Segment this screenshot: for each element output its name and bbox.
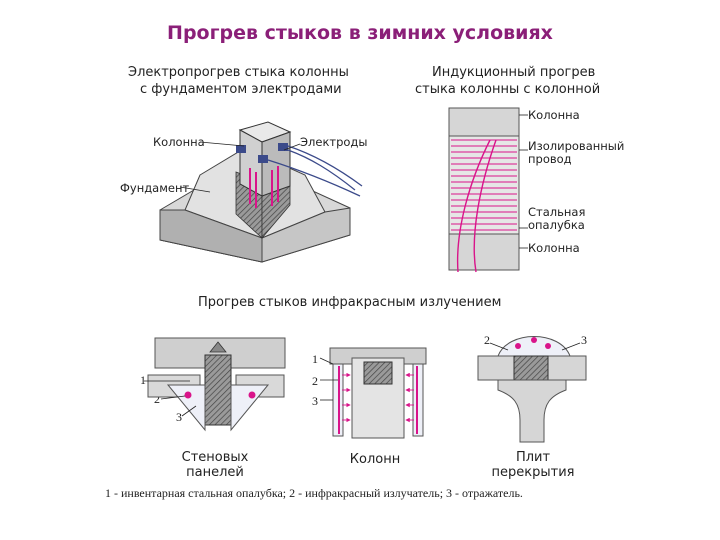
caption-walls-line2: панелей xyxy=(186,465,244,480)
label-formwork-line1: Стальная xyxy=(528,205,586,219)
foundation-drawing xyxy=(159,121,363,263)
slab-joint-drawing xyxy=(477,336,587,443)
section1-title-line2: с фундаментом электродами xyxy=(140,82,342,97)
section3-title: Прогрев стыков инфракрасным излучением xyxy=(198,295,502,310)
label-wire-line1: Изолированный xyxy=(528,139,625,153)
label-electrodes: Электроды xyxy=(300,135,368,149)
column-joint-drawing xyxy=(319,347,427,439)
page-title: Прогрев стыков в зимних условиях xyxy=(167,22,553,44)
label-wire-line2: провод xyxy=(528,152,572,166)
label-column-bottom: Колонна xyxy=(528,241,580,255)
section1-title-line1: Электропрогрев стыка колонны xyxy=(128,65,349,80)
section2-title-line2: стыка колонны с колонной xyxy=(415,82,601,97)
wall-num-3: 3 xyxy=(176,410,182,424)
wall-num-1: 1 xyxy=(140,373,146,387)
wall-num-2: 2 xyxy=(154,392,160,406)
col-num-3: 3 xyxy=(312,394,318,408)
wall-joint-drawing xyxy=(144,337,286,432)
label-foundation: Фундамент xyxy=(120,181,190,195)
caption-walls-line1: Стеновых xyxy=(181,450,249,465)
label-column: Колонна xyxy=(153,135,205,149)
label-formwork-line2: опалубка xyxy=(528,218,585,232)
caption-slabs-line1: Плит xyxy=(515,450,551,465)
section2-title-line1: Индукционный прогрев xyxy=(432,65,596,80)
caption-slabs-line2: перекрытия xyxy=(491,465,575,480)
col-num-2: 2 xyxy=(312,374,318,388)
slab-num-2: 2 xyxy=(484,333,490,347)
caption-columns: Колонн xyxy=(349,452,401,467)
legend: 1 - инвентарная стальная опалубка; 2 - и… xyxy=(105,486,523,500)
induction-drawing xyxy=(448,107,528,273)
slab-num-3: 3 xyxy=(581,333,587,347)
col-num-1: 1 xyxy=(312,352,318,366)
label-column-top: Колонна xyxy=(528,108,580,122)
